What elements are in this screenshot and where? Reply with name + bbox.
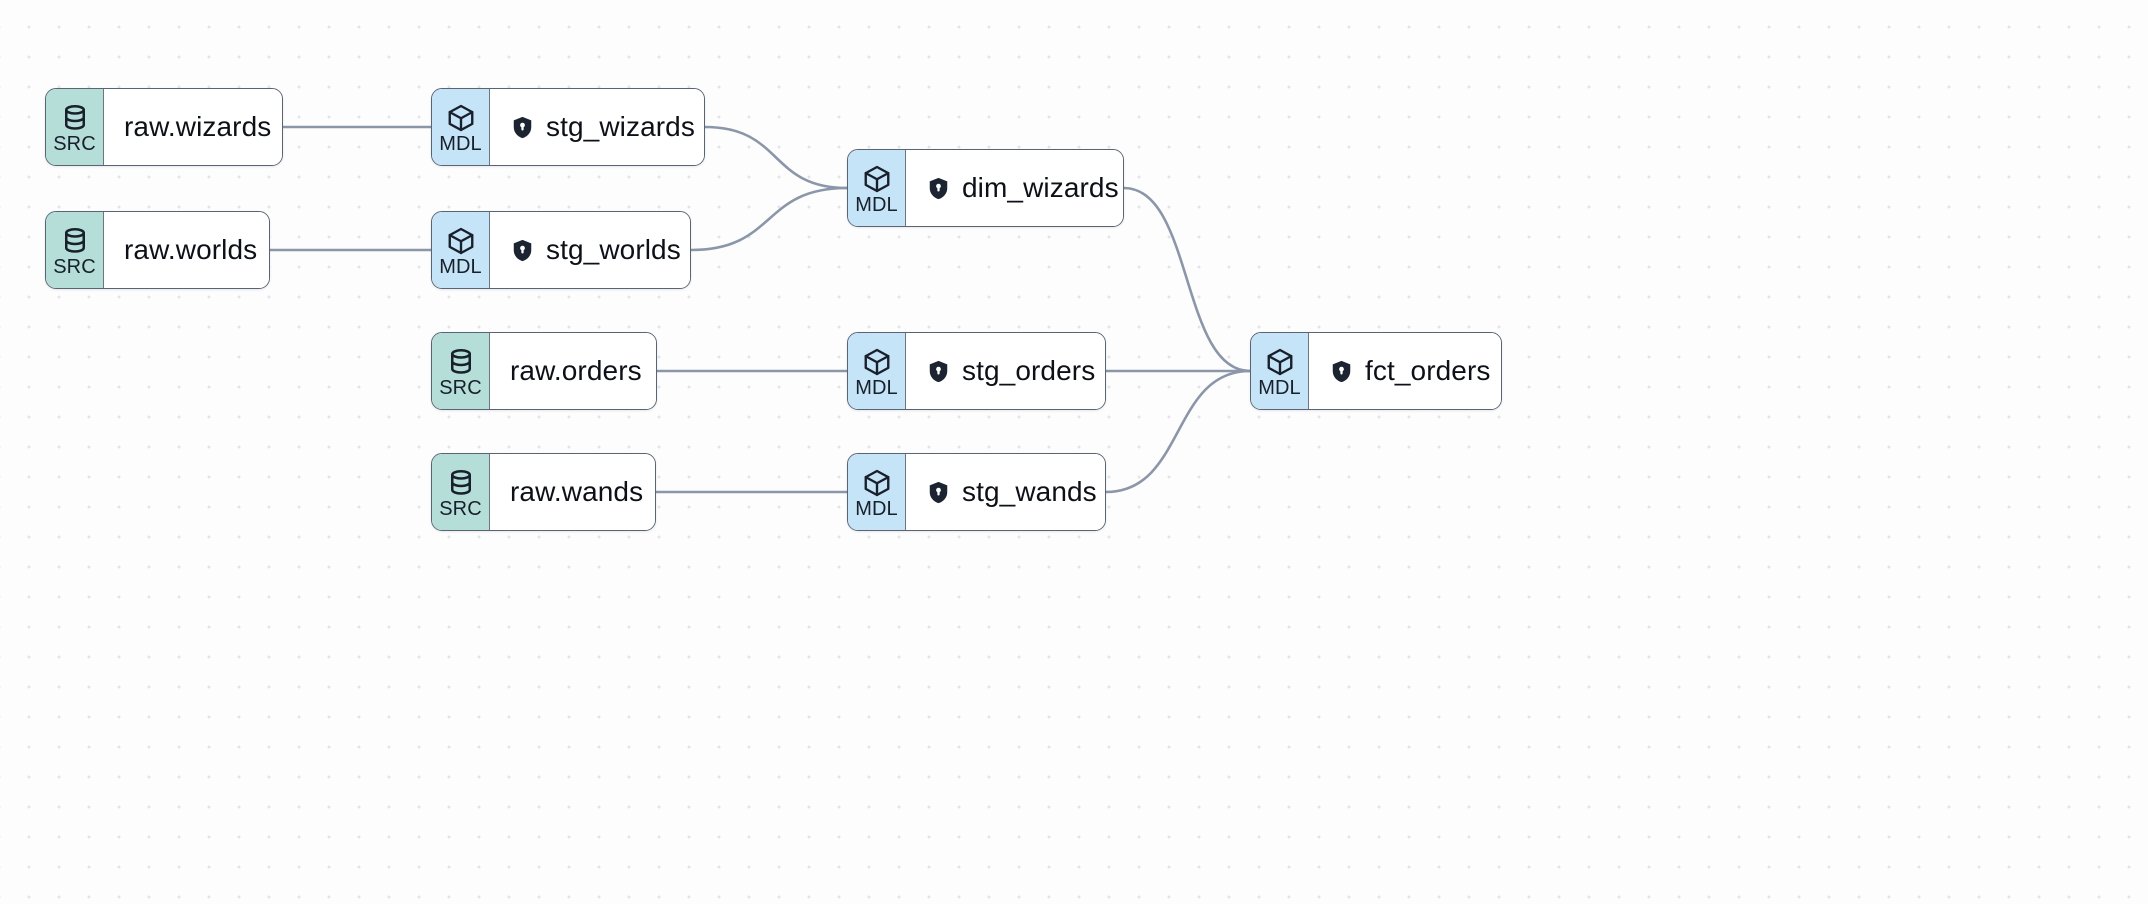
node-badge-label: MDL [855, 377, 898, 399]
node-body: stg_worlds [490, 212, 690, 288]
node-badge-label: SRC [439, 498, 482, 520]
lineage-node-raw-wizards[interactable]: SRC raw.wizards [45, 88, 283, 166]
node-type-badge-src: SRC [432, 454, 490, 530]
lineage-node-raw-orders[interactable]: SRC raw.orders [431, 332, 657, 410]
cube-icon [446, 226, 476, 256]
node-label: raw.wands [510, 476, 644, 507]
cube-icon [862, 347, 892, 377]
node-type-badge-mdl: MDL [432, 212, 490, 288]
node-badge-label: MDL [1258, 377, 1301, 399]
node-body: dim_wizards [906, 150, 1123, 226]
cube-icon [446, 103, 476, 133]
node-type-badge-src: SRC [46, 89, 104, 165]
node-body: stg_wizards [490, 89, 704, 165]
shield-lock-icon [926, 359, 951, 384]
node-label: stg_wands [962, 476, 1097, 507]
database-icon [446, 347, 476, 377]
lineage-node-stg-wands[interactable]: MDL stg_wands [847, 453, 1106, 531]
node-type-badge-src: SRC [46, 212, 104, 288]
node-badge-label: MDL [439, 133, 482, 155]
lineage-edge-stg-wands-to-fct-orders [1104, 369, 1252, 494]
node-type-badge-mdl: MDL [1251, 333, 1309, 409]
cube-icon [862, 164, 892, 194]
node-label: stg_worlds [546, 234, 681, 265]
node-badge-label: MDL [439, 256, 482, 278]
lineage-edge-stg-wizards-to-dim-wizards [703, 125, 849, 190]
node-label: stg_orders [962, 355, 1096, 386]
node-label: raw.wizards [124, 111, 272, 142]
node-label: stg_wizards [546, 111, 695, 142]
database-icon [60, 103, 90, 133]
shield-lock-icon [926, 176, 951, 201]
lineage-edge-stg-worlds-to-dim-wizards [689, 186, 849, 252]
node-body: stg_wands [906, 454, 1105, 530]
node-body: stg_orders [906, 333, 1105, 409]
node-type-badge-mdl: MDL [432, 89, 490, 165]
node-label: dim_wizards [962, 172, 1119, 203]
cube-icon [862, 468, 892, 498]
node-label: fct_orders [1365, 355, 1491, 386]
lineage-node-stg-worlds[interactable]: MDL stg_worlds [431, 211, 691, 289]
node-body: raw.wizards [104, 89, 282, 165]
shield-lock-icon [1329, 359, 1354, 384]
node-type-badge-mdl: MDL [848, 333, 906, 409]
node-body: raw.orders [490, 333, 656, 409]
node-type-badge-mdl: MDL [848, 150, 906, 226]
node-badge-label: SRC [53, 133, 96, 155]
database-icon [446, 468, 476, 498]
shield-lock-icon [510, 115, 535, 140]
node-body: fct_orders [1309, 333, 1501, 409]
node-body: raw.wands [490, 454, 655, 530]
lineage-node-dim-wizards[interactable]: MDL dim_wizards [847, 149, 1124, 227]
node-badge-label: MDL [855, 498, 898, 520]
lineage-node-fct-orders[interactable]: MDL fct_orders [1250, 332, 1502, 410]
node-badge-label: SRC [53, 256, 96, 278]
node-label: raw.orders [510, 355, 642, 386]
lineage-node-stg-wizards[interactable]: MDL stg_wizards [431, 88, 705, 166]
lineage-node-raw-worlds[interactable]: SRC raw.worlds [45, 211, 270, 289]
node-type-badge-mdl: MDL [848, 454, 906, 530]
lineage-edge-dim-wizards-to-fct-orders [1122, 186, 1252, 373]
lineage-node-raw-wands[interactable]: SRC raw.wands [431, 453, 656, 531]
shield-lock-icon [510, 238, 535, 263]
node-badge-label: MDL [855, 194, 898, 216]
lineage-node-stg-orders[interactable]: MDL stg_orders [847, 332, 1106, 410]
shield-lock-icon [926, 480, 951, 505]
cube-icon [1265, 347, 1295, 377]
node-type-badge-src: SRC [432, 333, 490, 409]
node-body: raw.worlds [104, 212, 269, 288]
database-icon [60, 226, 90, 256]
node-label: raw.worlds [124, 234, 258, 265]
node-badge-label: SRC [439, 377, 482, 399]
